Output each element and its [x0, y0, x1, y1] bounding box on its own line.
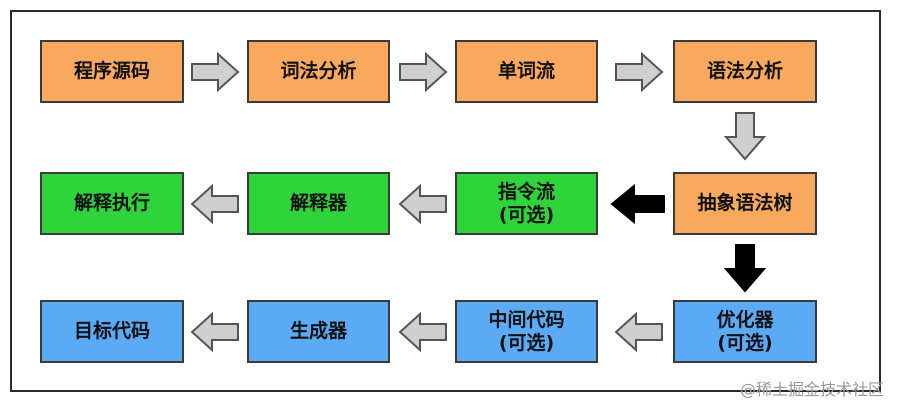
node-ast-label: 抽象语法树: [697, 192, 793, 215]
node-lexer-label: 词法分析: [280, 60, 357, 83]
node-source-code: 程序源码: [40, 40, 184, 103]
node-instruction-stream: 指令流 (可选): [455, 172, 598, 235]
node-ast: 抽象语法树: [673, 172, 817, 235]
node-generator: 生成器: [247, 300, 390, 363]
arrow-right-icon: [615, 52, 664, 92]
node-token-stream: 单词流: [455, 40, 598, 103]
node-optimizer-label: 优化器: [716, 308, 774, 331]
arrow-down-icon: [724, 244, 766, 293]
arrow-left-icon: [614, 312, 663, 352]
node-token-stream-label: 单词流: [497, 60, 555, 83]
arrow-down-icon: [724, 112, 766, 161]
arrow-right-icon: [399, 52, 448, 92]
node-parser-label: 语法分析: [706, 60, 783, 83]
node-optimizer: 优化器 (可选): [673, 300, 817, 363]
node-intermediate-code-note: (可选): [498, 331, 555, 354]
arrow-left-icon: [610, 184, 665, 224]
node-intermediate-code: 中间代码 (可选): [455, 300, 598, 363]
node-target-code-label: 目标代码: [73, 320, 150, 343]
watermark: @稀土掘金技术社区: [739, 380, 884, 399]
node-intermediate-code-label: 中间代码: [488, 308, 565, 331]
node-optimizer-note: (可选): [717, 331, 773, 354]
node-source-code-label: 程序源码: [73, 60, 150, 83]
arrow-left-icon: [190, 312, 239, 352]
node-interpret-execute: 解释执行: [40, 172, 184, 235]
node-instruction-stream-label: 指令流: [497, 180, 555, 203]
node-target-code: 目标代码: [40, 300, 184, 363]
node-interpret-execute-label: 解释执行: [73, 192, 150, 215]
arrow-left-icon: [398, 312, 447, 352]
arrow-right-icon: [191, 52, 240, 92]
node-generator-label: 生成器: [289, 320, 347, 343]
arrow-left-icon: [190, 184, 239, 224]
node-interpreter: 解释器: [247, 172, 390, 235]
arrow-left-icon: [398, 184, 447, 224]
node-interpreter-label: 解释器: [289, 192, 347, 215]
node-parser: 语法分析: [673, 40, 817, 103]
node-instruction-stream-note: (可选): [498, 203, 555, 226]
node-lexer: 词法分析: [247, 40, 390, 103]
